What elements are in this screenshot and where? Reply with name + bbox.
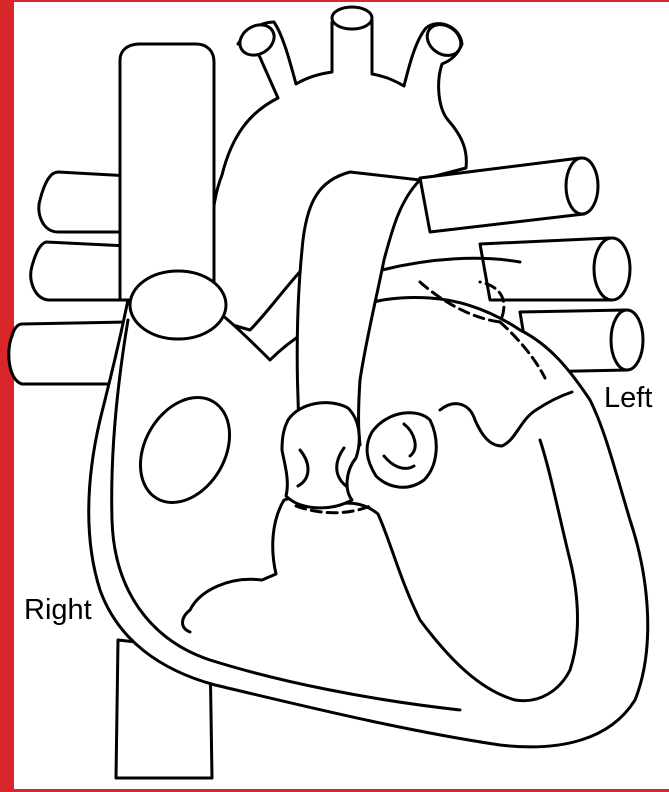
left-pulmonary-vein-upper-end [594, 238, 630, 300]
vena-cava-opening [130, 271, 226, 339]
right-side-label: Right [24, 596, 92, 625]
pulmonary-valve [282, 403, 359, 508]
aortic-valve [367, 413, 436, 488]
left-pulmonary-vein-lower-end [611, 310, 643, 370]
left-pulmonary-vein-upper [480, 238, 612, 300]
right-pulmonary-artery-upper [39, 172, 130, 232]
frame-left-border [0, 0, 14, 792]
superior-vena-cava [120, 44, 214, 300]
right-pulmonary-vein-middle [31, 242, 130, 300]
left-common-carotid-end [332, 7, 372, 29]
frame-top-border [0, 0, 669, 2]
left-side-label: Left [604, 384, 652, 413]
left-pulmonary-artery-end [566, 158, 598, 214]
